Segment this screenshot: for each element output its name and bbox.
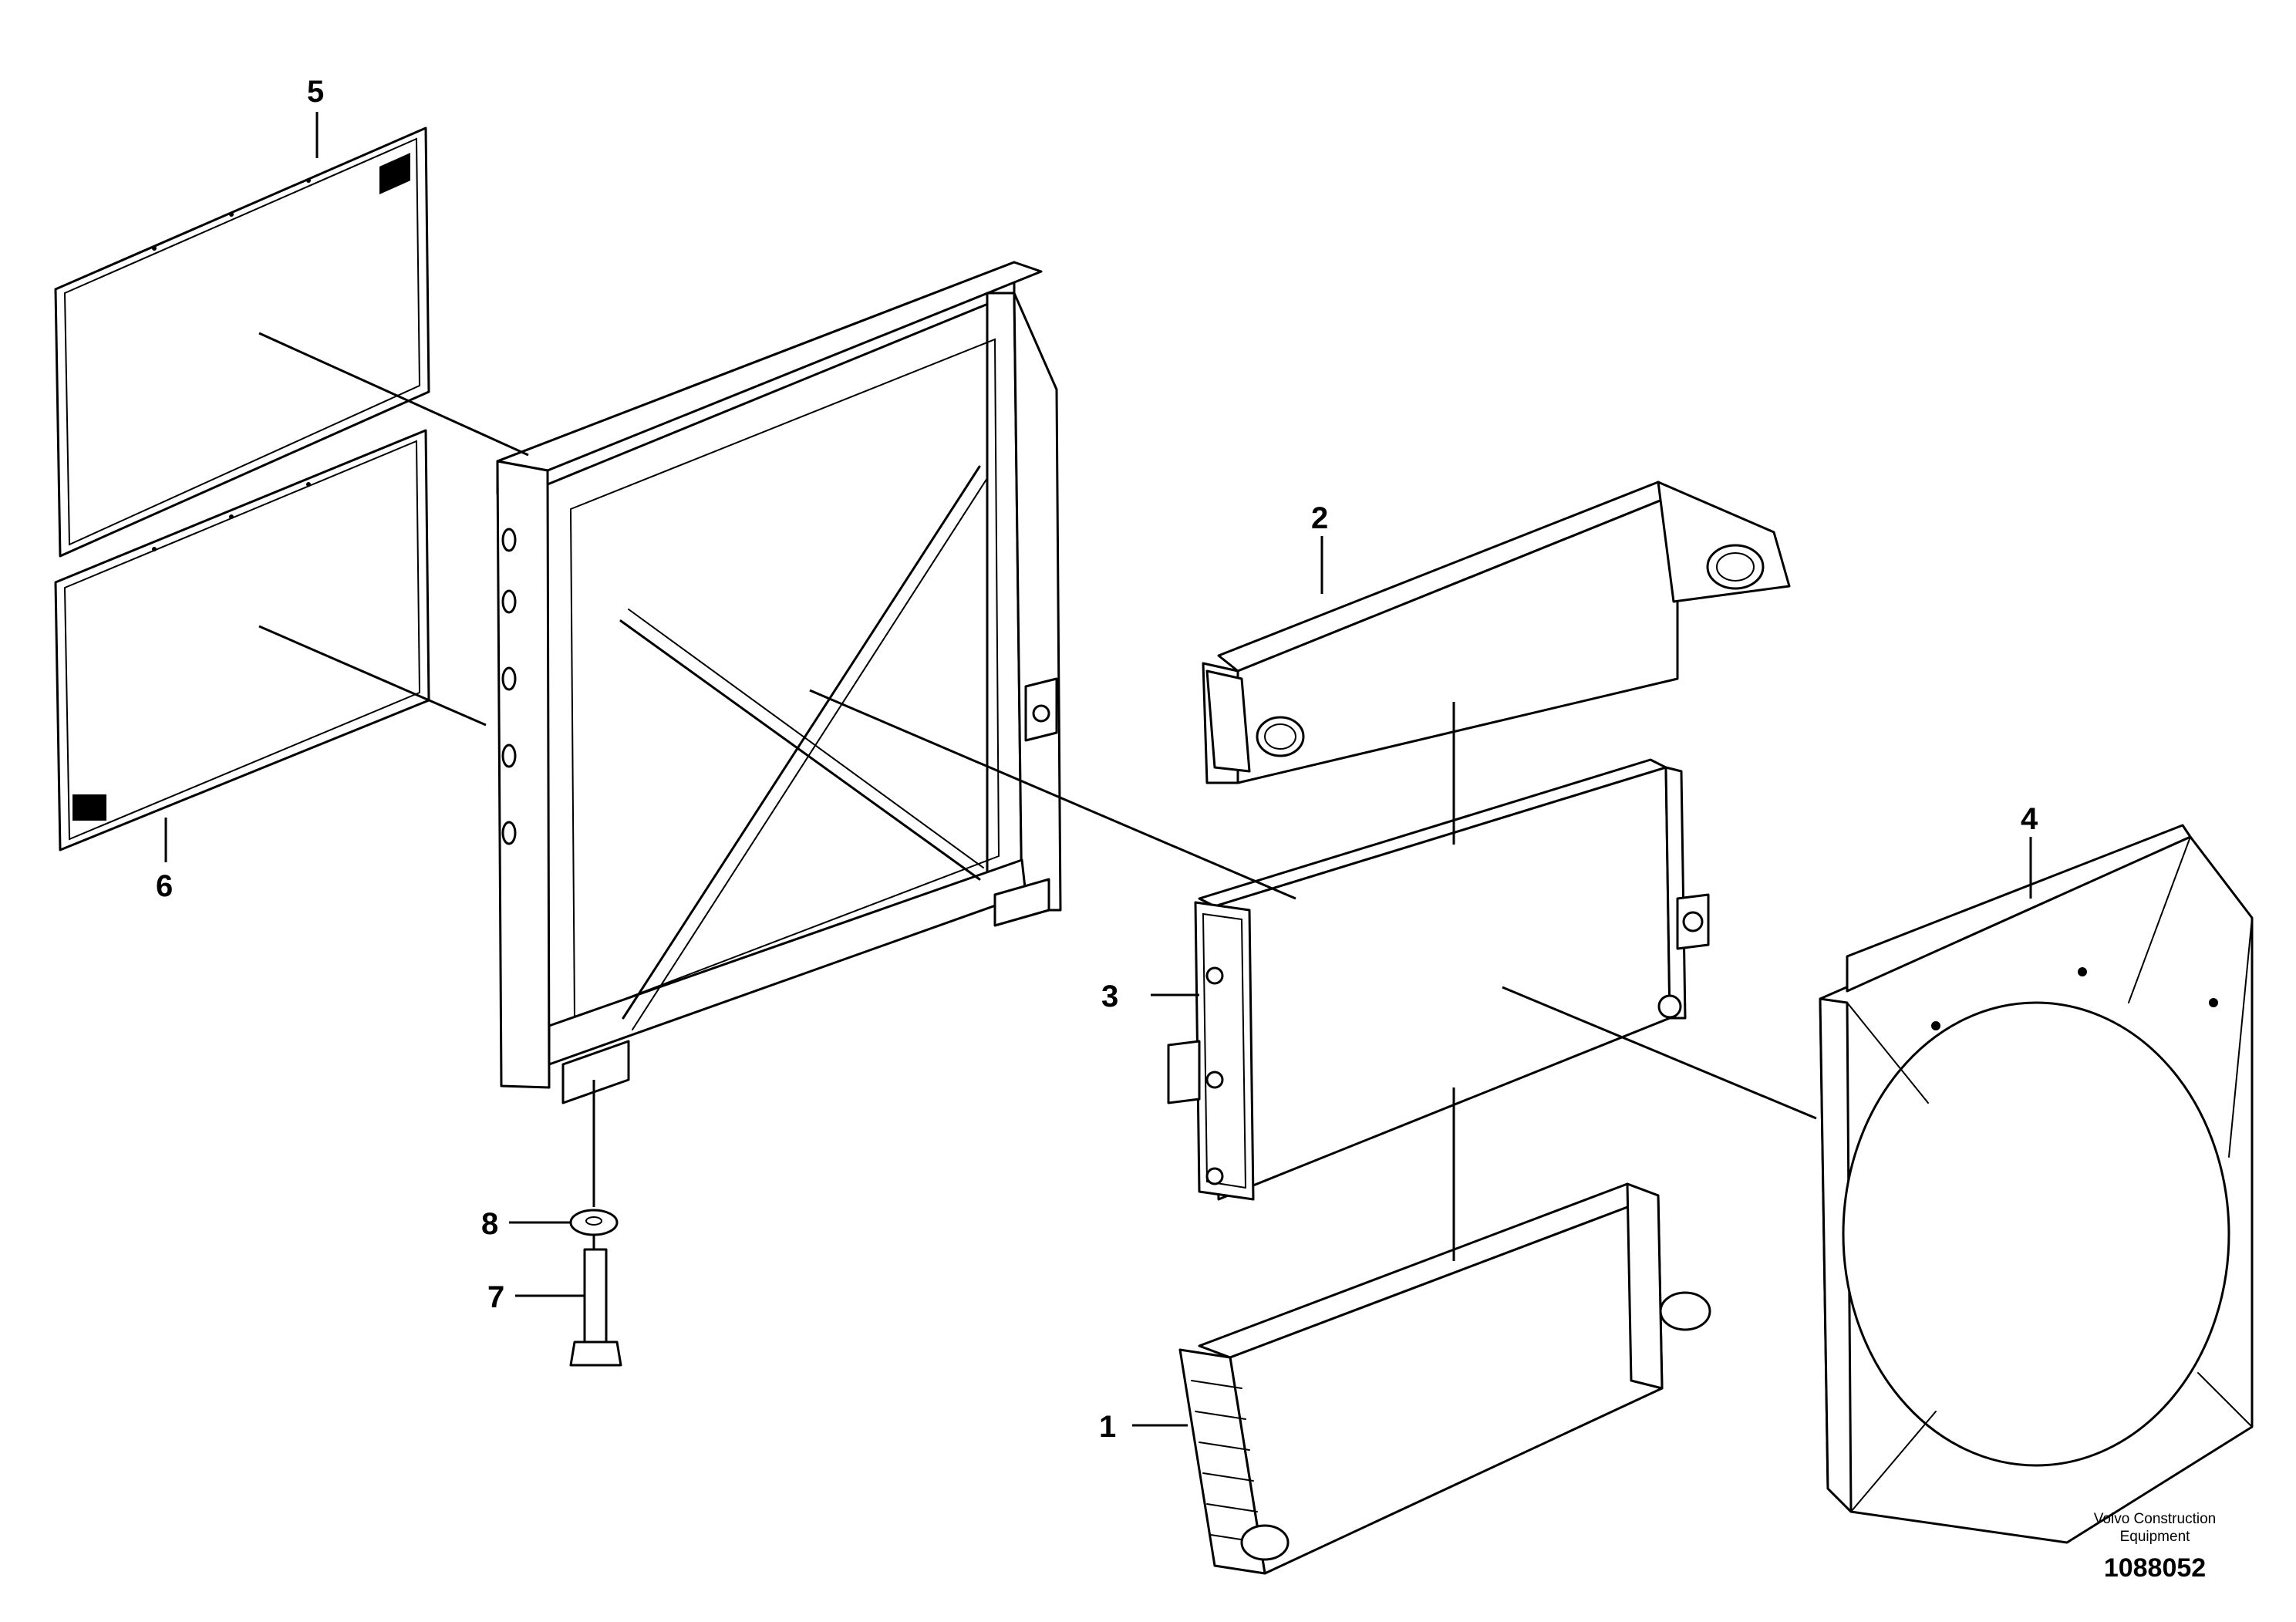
part-4-fan-shroud [1819,824,2254,1544]
part-5-upper-screen [54,126,430,558]
part-1-radiator [1178,1182,1711,1575]
leader-lines [164,112,2032,1427]
part-2-charge-air-cooler [1202,481,1791,784]
callout-6: 6 [156,869,173,903]
callout-5: 5 [307,75,324,109]
brand-line-1: Volvo Construction [2094,1511,2216,1527]
part-8-washer [569,1209,619,1236]
part-7-bolt [569,1248,622,1367]
callout-7: 7 [487,1280,504,1314]
callout-8: 8 [481,1207,498,1241]
brand-line-2: Equipment [2120,1529,2191,1545]
callout-3: 3 [1101,980,1118,1013]
drawing-number: 1088052 [2104,1553,2206,1583]
callout-2: 2 [1311,501,1328,535]
callout-1: 1 [1099,1410,1116,1444]
part-3-oil-cooler [1167,758,1710,1201]
radiator-frame [496,261,1062,1104]
callout-4: 4 [2021,802,2038,836]
